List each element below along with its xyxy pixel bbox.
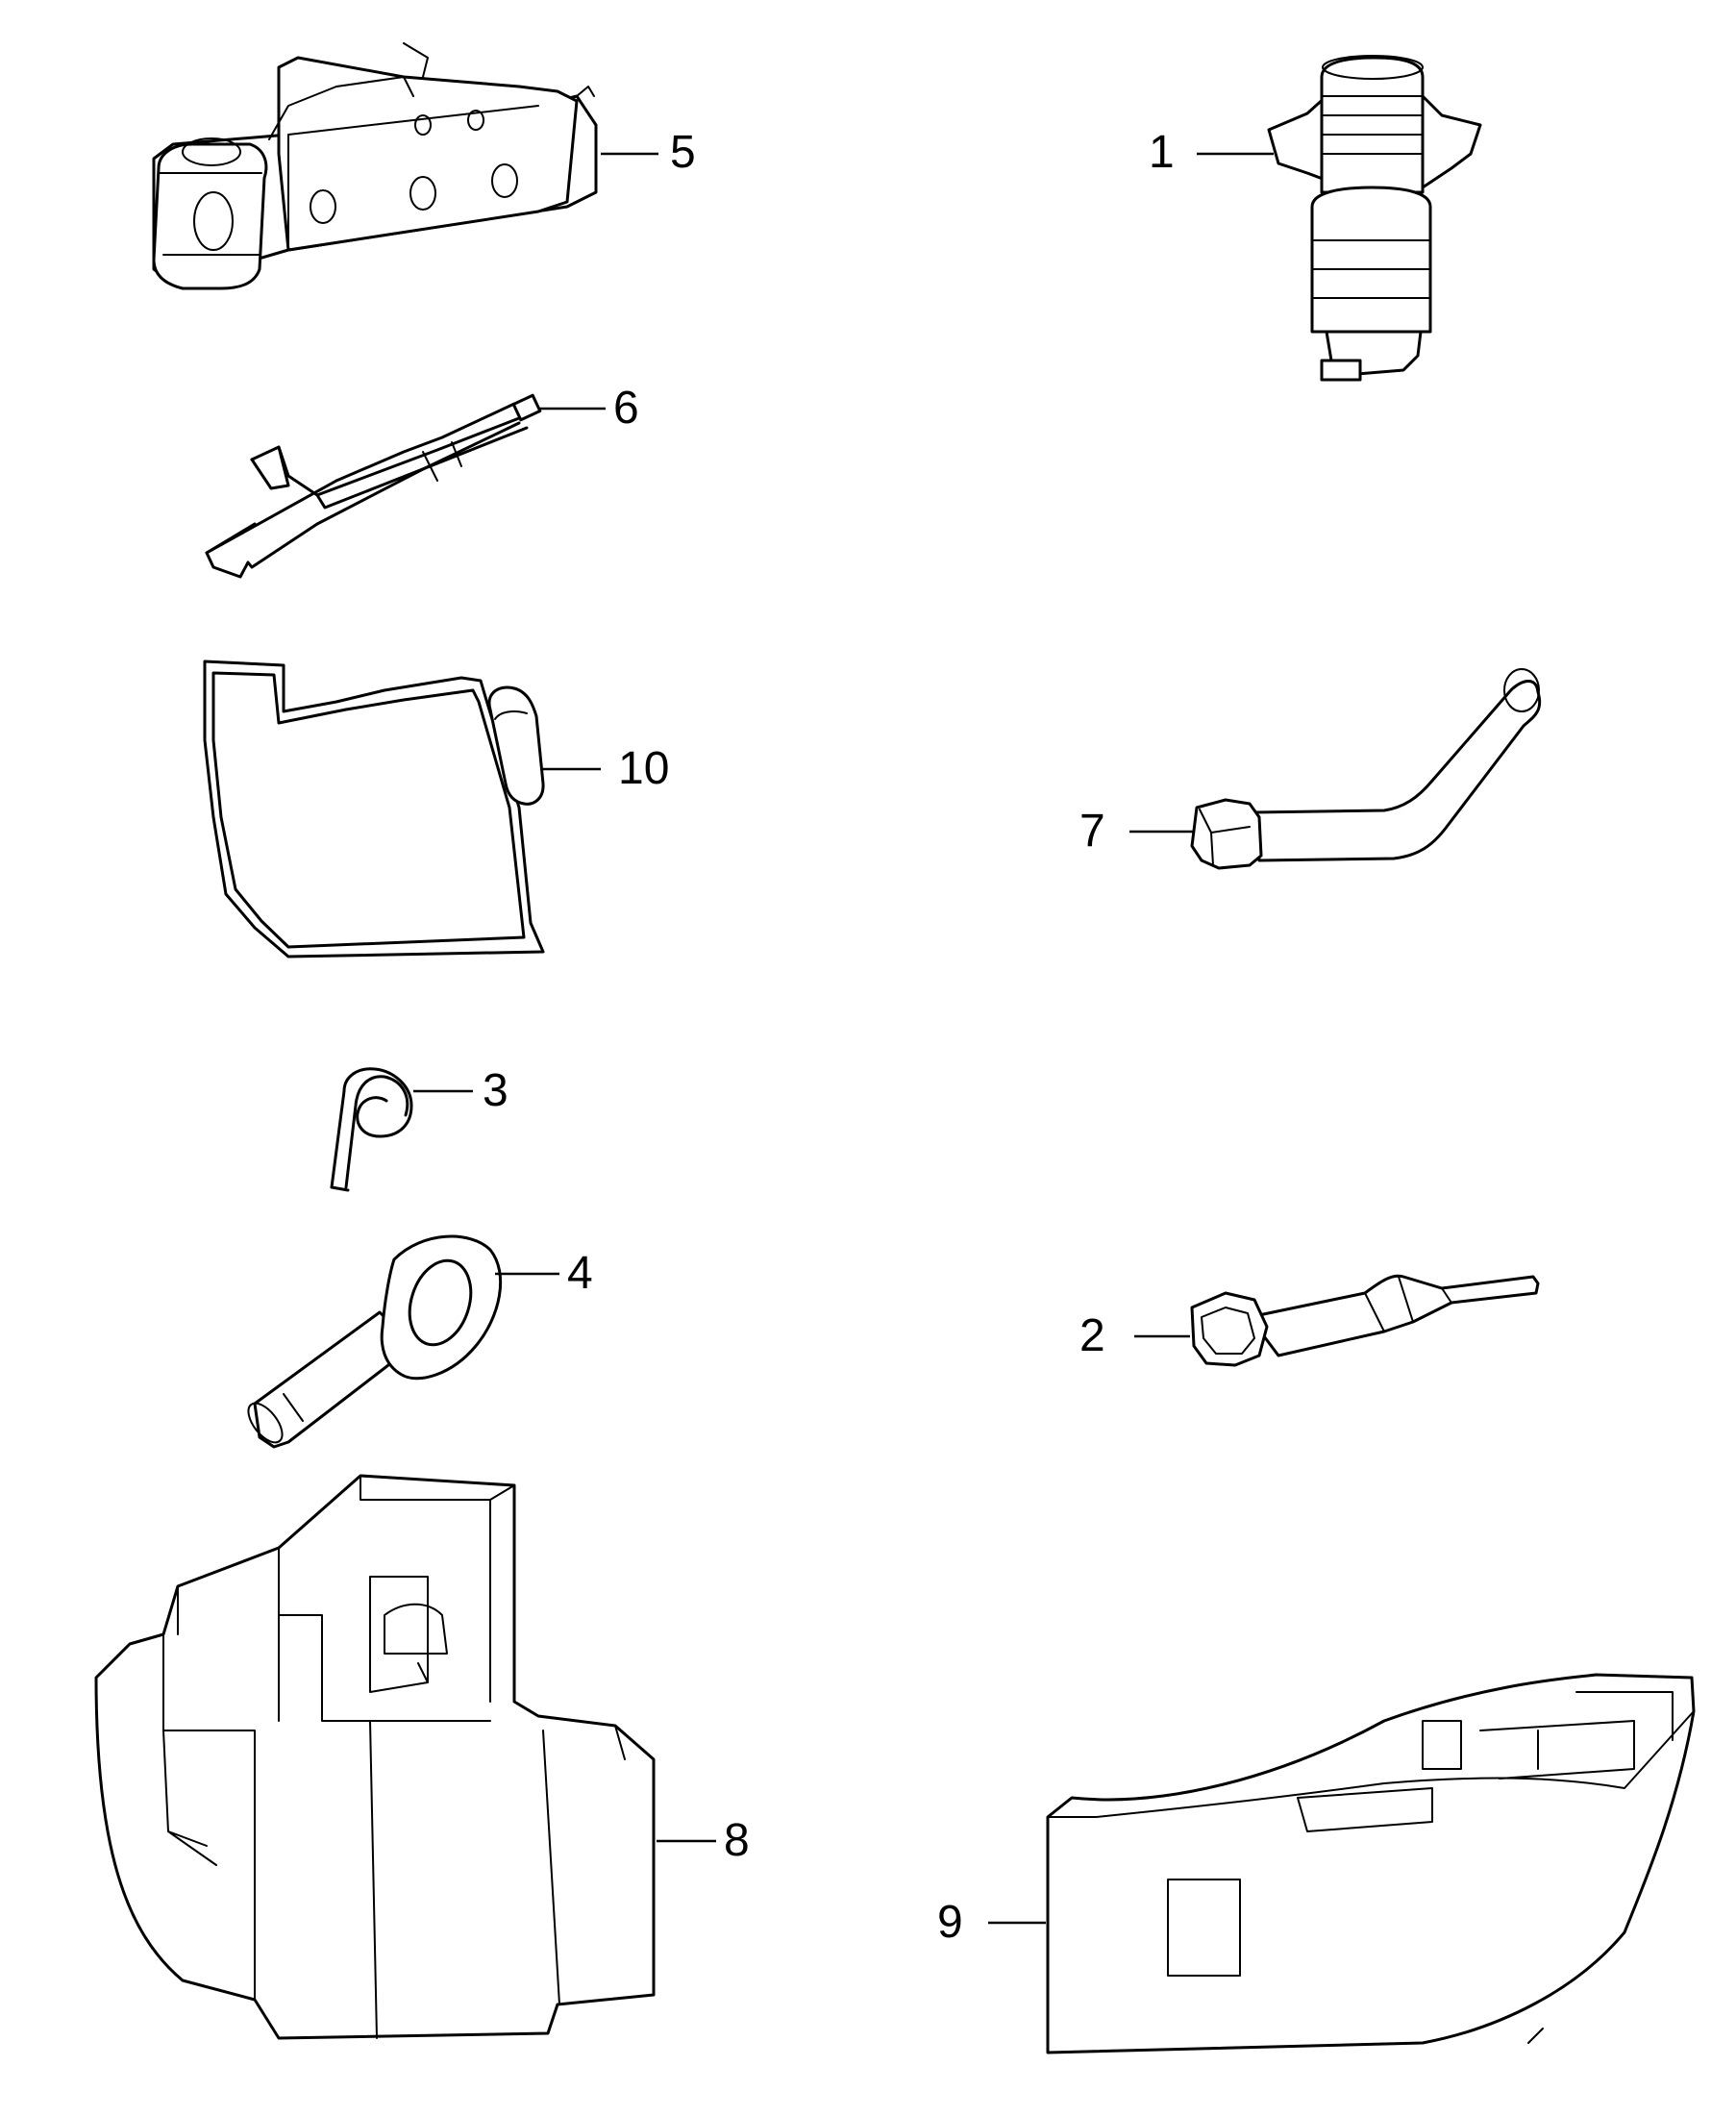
part-towing-eye[interactable] <box>242 1234 503 1449</box>
part-jack-screw-spindle[interactable] <box>1267 55 1482 382</box>
callout-label-9[interactable]: 9 <box>937 1897 963 1948</box>
part-jack-crank-handle[interactable] <box>205 393 542 579</box>
callout-label-8[interactable]: 8 <box>724 1815 750 1866</box>
callout-label-1[interactable]: 1 <box>1149 127 1175 178</box>
part-retaining-spring-clip[interactable] <box>330 1067 413 1192</box>
callout-label-2[interactable]: 2 <box>1079 1310 1105 1361</box>
callout-label-7[interactable]: 7 <box>1079 806 1105 857</box>
part-tool-kit-foam-insert-right[interactable] <box>1046 1673 1696 2054</box>
part-wheel-bolt-wrench[interactable] <box>1190 668 1542 870</box>
callout-label-10[interactable]: 10 <box>618 743 669 794</box>
callout-label-6[interactable]: 6 <box>613 383 639 434</box>
part-tool-kit-foam-insert-left[interactable] <box>94 1474 656 2040</box>
part-vehicle-jack[interactable] <box>152 42 598 290</box>
part-retaining-wire-bracket[interactable] <box>203 660 545 958</box>
callout-label-3[interactable]: 3 <box>483 1065 508 1116</box>
part-towing-eye-tool[interactable] <box>1190 1274 1540 1367</box>
callout-label-4[interactable]: 4 <box>567 1248 593 1299</box>
callout-label-5[interactable]: 5 <box>670 127 696 178</box>
